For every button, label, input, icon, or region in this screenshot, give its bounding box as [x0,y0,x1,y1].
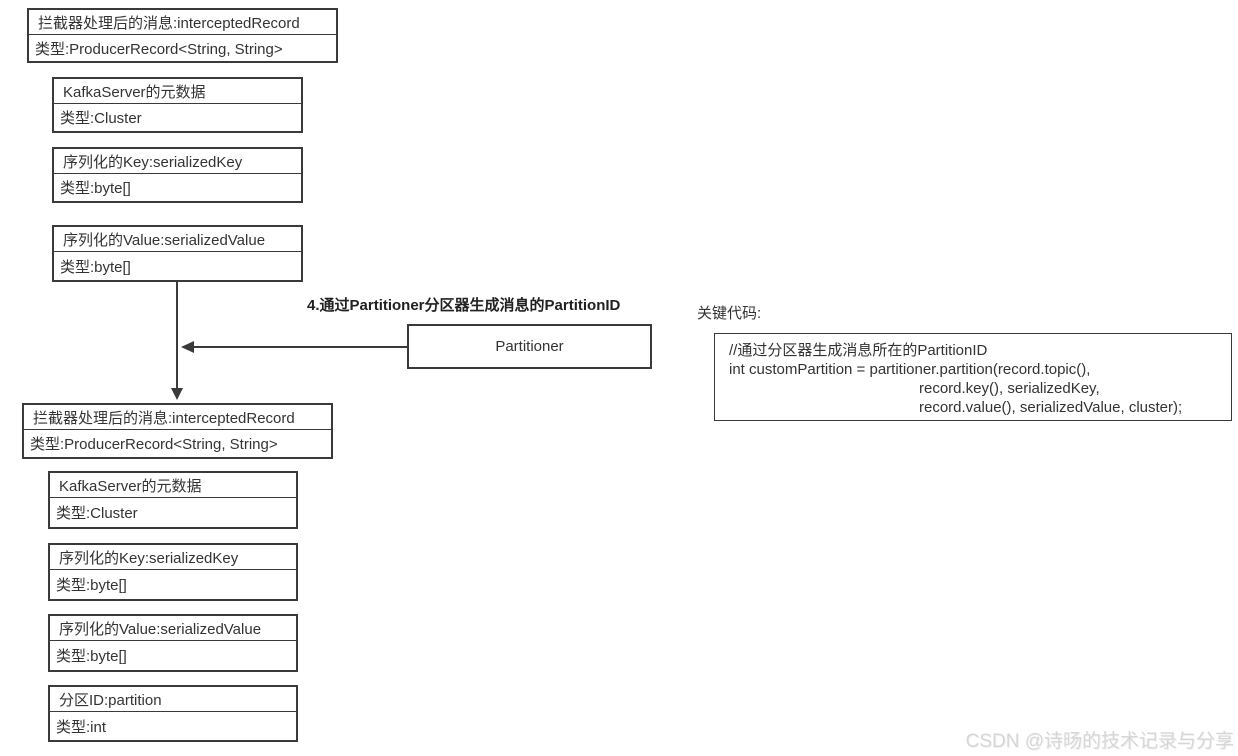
code-line: int customPartition = partitioner.partit… [729,361,1091,378]
connector-arrow-left [181,341,408,353]
box-type: 类型:byte[] [60,180,131,197]
box-serialized-key-bottom: 序列化的Key:serializedKey 类型:byte[] [48,543,298,601]
code-line: //通过分区器生成消息所在的PartitionID [729,342,988,359]
box-intercepted-record-top: 拦截器处理后的消息:interceptedRecord 类型:ProducerR… [27,8,338,63]
connector-arrow-down [171,282,183,400]
box-serialized-key-top: 序列化的Key:serializedKey 类型:byte[] [52,147,303,203]
box-type: 类型:ProducerRecord<String, String> [35,40,283,58]
code-line: record.value(), serializedValue, cluster… [919,399,1183,416]
box-title: 分区ID:partition [50,687,296,712]
box-serialized-value-top: 序列化的Value:serializedValue 类型:byte[] [52,225,303,282]
box-kafka-metadata-top: KafkaServer的元数据 类型:Cluster [52,77,303,133]
box-title: 序列化的Key:serializedKey [50,545,296,570]
step-title: 4.通过Partitioner分区器生成消息的PartitionID [307,297,621,314]
box-type: 类型:Cluster [56,505,138,522]
box-serialized-value-bottom: 序列化的Value:serializedValue 类型:byte[] [48,614,298,672]
box-type: 类型:ProducerRecord<String, String> [30,436,278,453]
key-code-box: //通过分区器生成消息所在的PartitionID int customPart… [714,333,1232,421]
code-line: record.key(), serializedKey, [919,380,1100,397]
box-title: 序列化的Key:serializedKey [54,149,301,174]
box-title: KafkaServer的元数据 [54,79,301,104]
box-type: 类型:byte[] [60,258,131,276]
box-title: KafkaServer的元数据 [50,473,296,498]
box-partitioner: Partitioner [407,324,652,369]
box-type: 类型:int [56,718,107,736]
csdn-watermark: CSDN @诗旸的技术记录与分享 [965,731,1234,752]
key-code-label: 关键代码: [697,305,762,322]
box-intercepted-record-bottom: 拦截器处理后的消息:interceptedRecord 类型:ProducerR… [22,403,333,459]
box-title: 拦截器处理后的消息:interceptedRecord [29,10,336,35]
box-type: 类型:byte[] [56,577,127,594]
box-type: 类型:byte[] [56,648,127,665]
box-kafka-metadata-bottom: KafkaServer的元数据 类型:Cluster [48,471,298,529]
box-title: 拦截器处理后的消息:interceptedRecord [24,405,331,430]
box-type: 类型:Cluster [60,110,142,127]
box-title: 序列化的Value:serializedValue [54,227,301,252]
partitioner-label: Partitioner [495,338,564,355]
box-partition-id: 分区ID:partition 类型:int [48,685,298,742]
box-title: 序列化的Value:serializedValue [50,616,296,641]
